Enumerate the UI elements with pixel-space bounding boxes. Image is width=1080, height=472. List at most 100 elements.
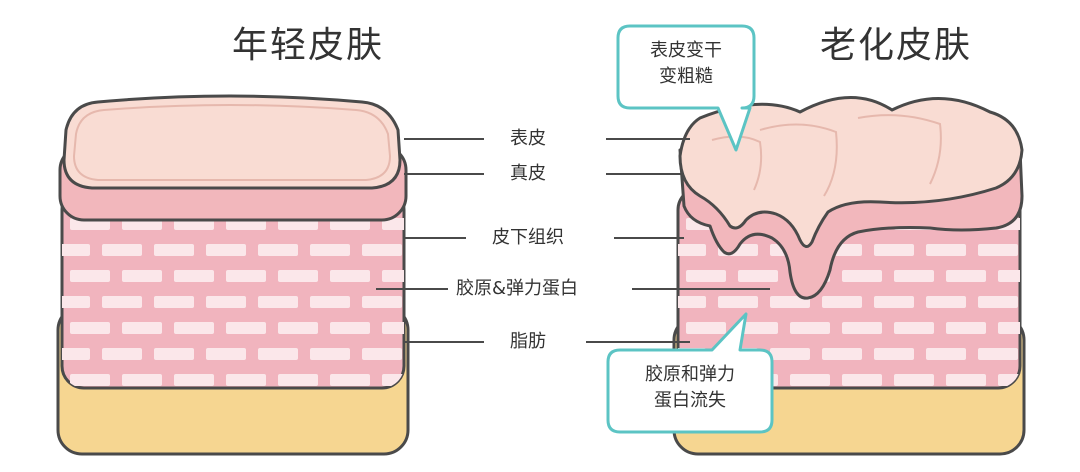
aged-wrinkle-ridge-2 [857, 114, 942, 185]
collagen-brick [206, 348, 246, 360]
collagen-brick [102, 296, 142, 308]
collagen-brick [258, 348, 298, 360]
collagen-brick [738, 322, 778, 334]
collagen-brick [278, 374, 318, 386]
leader-lines [376, 138, 770, 343]
collagen-brick [978, 296, 1018, 308]
collagen-brick [226, 374, 266, 386]
collagen-brick [926, 296, 966, 308]
aged-epidermis-layer [678, 96, 1024, 248]
aged-skin-block [672, 96, 1026, 456]
collagen-brick [122, 322, 162, 334]
collagen-brick [874, 244, 914, 256]
collagen-brick [678, 244, 706, 256]
collagen-brick [718, 296, 758, 308]
collagen-brick [842, 270, 882, 282]
collagen-brick [330, 270, 370, 282]
collagen-brick [874, 348, 914, 360]
collagen-brick [226, 322, 266, 334]
collagen-brick [998, 322, 1020, 334]
collagen-brick [174, 374, 214, 386]
callout-bottom-line-2: 蛋白流失 [654, 390, 726, 411]
collagen-brick [382, 322, 404, 334]
young-epidermis-layer [62, 94, 402, 190]
collagen-brick [330, 374, 370, 386]
collagen-brick [946, 374, 986, 386]
callout-bottom-line-1: 胶原和弹力 [645, 364, 735, 385]
young-skin-block [56, 94, 410, 456]
callout-top-line-1: 表皮变干 [650, 40, 722, 61]
collagen-brick [894, 374, 934, 386]
callout-top-bubble [616, 24, 756, 152]
collagen-brick [310, 296, 350, 308]
collagen-brick [946, 270, 986, 282]
collagen-brick [770, 348, 810, 360]
collagen-brick [686, 322, 726, 334]
callout-dry-rough-text: 表皮变干 变粗糙 [618, 38, 754, 90]
collagen-brick [102, 244, 142, 256]
label-subcutaneous: 皮下组织 [492, 227, 564, 248]
collagen-brick [154, 244, 194, 256]
young-epidermis-inner-outline [72, 104, 392, 181]
young-skin-title: 年轻皮肤 [232, 25, 385, 66]
collagen-brick [686, 270, 726, 282]
collagen-brick [206, 296, 246, 308]
collagen-brick [946, 322, 986, 334]
collagen-brick [382, 218, 404, 230]
collagen-brick [770, 296, 810, 308]
callout-top-line-2: 变粗糙 [659, 66, 713, 87]
collagen-brick [926, 244, 966, 256]
collagen-brick [122, 270, 162, 282]
collagen-brick [62, 348, 90, 360]
collagen-brick [70, 322, 110, 334]
label-collagen-elastin: 胶原&弹力蛋白 [456, 278, 579, 299]
aged-wrinkle-ridge-1 [759, 123, 838, 197]
collagen-brick [154, 296, 194, 308]
collagen-brick [874, 296, 914, 308]
collagen-brick [330, 322, 370, 334]
collagen-brick [738, 270, 778, 282]
collagen-brick [310, 348, 350, 360]
collagen-brick [894, 322, 934, 334]
aged-wrinkle-ridge-3 [711, 135, 763, 191]
collagen-brick [278, 322, 318, 334]
collagen-brick [978, 244, 1018, 256]
collagen-brick [310, 244, 350, 256]
collagen-brick [122, 374, 162, 386]
collagen-brick [206, 244, 246, 256]
collagen-brick [382, 270, 404, 282]
collagen-brick [70, 270, 110, 282]
label-fat: 脂肪 [510, 331, 546, 352]
collagen-brick [362, 348, 402, 360]
collagen-brick [174, 322, 214, 334]
collagen-brick [998, 270, 1020, 282]
collagen-brick [62, 244, 90, 256]
label-dermis: 真皮 [510, 163, 546, 184]
callout-collagen-loss-text: 胶原和弹力 蛋白流失 [608, 362, 772, 414]
collagen-brick [154, 348, 194, 360]
young-collagen-bricks [62, 218, 404, 386]
collagen-brick [362, 296, 402, 308]
label-epidermis: 表皮 [510, 128, 546, 149]
collagen-brick [822, 348, 862, 360]
aged-skin-title: 老化皮肤 [820, 25, 973, 66]
collagen-brick [70, 374, 110, 386]
callout-bottom-bubble [606, 312, 774, 434]
collagen-brick [978, 348, 1018, 360]
collagen-brick [174, 270, 214, 282]
collagen-brick [790, 322, 830, 334]
collagen-brick [362, 244, 402, 256]
collagen-brick [102, 348, 142, 360]
collagen-brick [258, 244, 298, 256]
collagen-brick [842, 322, 882, 334]
collagen-brick [226, 270, 266, 282]
collagen-brick [822, 296, 862, 308]
collagen-brick [790, 374, 830, 386]
collagen-brick [678, 296, 706, 308]
collagen-brick [258, 296, 298, 308]
collagen-brick [842, 374, 882, 386]
collagen-brick [62, 296, 90, 308]
collagen-brick [926, 348, 966, 360]
